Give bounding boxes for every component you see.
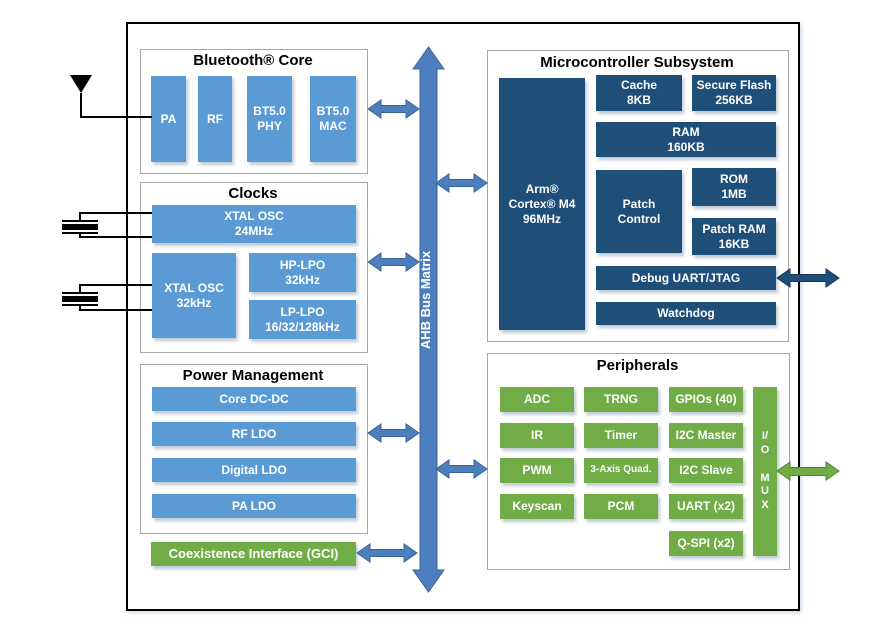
block-cache: Cache 8KB xyxy=(596,75,682,111)
block-uart-x2: UART (x2) xyxy=(669,494,743,519)
block-i2c-slave: I2C Slave xyxy=(669,458,743,483)
block-gpios: GPIOs (40) xyxy=(669,387,743,412)
block-rom: ROM 1MB xyxy=(692,168,776,206)
block-patch-ram: Patch RAM 16KB xyxy=(692,218,776,255)
block-bt50-phy: BT5.0 PHY xyxy=(247,76,292,162)
block-watchdog: Watchdog xyxy=(596,302,776,325)
block-qspi-x2: Q-SPI (x2) xyxy=(669,531,743,556)
block-xtal-osc-24mhz: XTAL OSC 24MHz xyxy=(152,205,356,243)
block-io-mux: I/ O M U X xyxy=(753,387,777,556)
block-pa: PA xyxy=(151,76,186,162)
power-management-title: Power Management xyxy=(182,367,324,384)
block-3-axis-quad: 3-Axis Quad. xyxy=(584,458,658,483)
peripherals-title: Peripherals xyxy=(596,357,679,374)
block-keyscan: Keyscan xyxy=(500,494,574,519)
block-rf-ldo: RF LDO xyxy=(152,422,356,446)
block-hp-lpo: HP-LPO 32kHz xyxy=(249,253,356,292)
block-core-dcdc: Core DC-DC xyxy=(152,387,356,411)
block-bt50-mac: BT5.0 MAC xyxy=(310,76,356,162)
block-trng: TRNG xyxy=(584,387,658,412)
block-pa-ldo: PA LDO xyxy=(152,494,356,518)
block-ir: IR xyxy=(500,423,574,448)
block-debug-uart-jtag: Debug UART/JTAG xyxy=(596,266,776,290)
block-adc: ADC xyxy=(500,387,574,412)
ahb-bus-label: AHB Bus Matrix xyxy=(418,250,433,350)
bluetooth-core-title: Bluetooth® Core xyxy=(193,52,313,69)
block-coexistence-gci: Coexistence Interface (GCI) xyxy=(151,542,356,566)
block-lp-lpo: LP-LPO 16/32/128kHz xyxy=(249,300,356,339)
microcontroller-subsystem-title: Microcontroller Subsystem xyxy=(540,54,734,71)
block-digital-ldo: Digital LDO xyxy=(152,458,356,482)
block-timer: Timer xyxy=(584,423,658,448)
clocks-title: Clocks xyxy=(228,185,278,202)
block-pcm: PCM xyxy=(584,494,658,519)
block-patch-control: Patch Control xyxy=(596,170,682,253)
block-rf: RF xyxy=(198,76,232,162)
block-xtal-osc-32khz: XTAL OSC 32kHz xyxy=(152,253,236,338)
block-pwm: PWM xyxy=(500,458,574,483)
block-arm-cortex-m4: Arm® Cortex® M4 96MHz xyxy=(499,78,585,330)
block-i2c-master: I2C Master xyxy=(669,423,743,448)
chip-boundary xyxy=(126,22,800,611)
block-ram: RAM 160KB xyxy=(596,122,776,157)
block-secure-flash: Secure Flash 256KB xyxy=(692,75,776,111)
